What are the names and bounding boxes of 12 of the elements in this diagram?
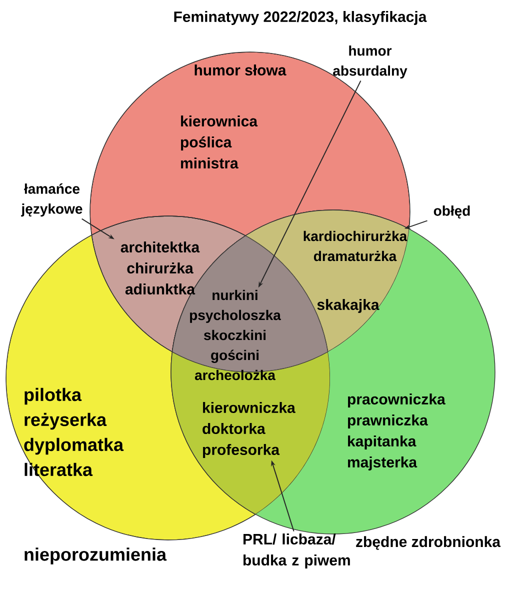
region-text: kierownica poślica ministra — [180, 116, 258, 168]
region-text: kardiochirurżka dramaturżka skakajka — [304, 230, 408, 313]
annotation-text: humor absurdalny — [333, 45, 408, 79]
annotation-text: łamańce językowe — [21, 183, 82, 217]
circle-heading: nieporozumienia — [24, 548, 167, 564]
annotation-text: obłęd — [434, 206, 470, 218]
circle-heading: humor słowa — [194, 64, 286, 76]
annotation-text: PRL/ licbaza/ budka z piwem — [243, 534, 350, 568]
title: Feminatywy 2022/2023, klasyfikacja — [174, 11, 427, 25]
circle-heading: zbędne zdrobnionka — [356, 536, 501, 550]
region-text: pracowniczka prawniczka kapitanka majsterka — [348, 394, 446, 470]
region-text: kierowniczka doktorka profesorka — [202, 402, 296, 458]
